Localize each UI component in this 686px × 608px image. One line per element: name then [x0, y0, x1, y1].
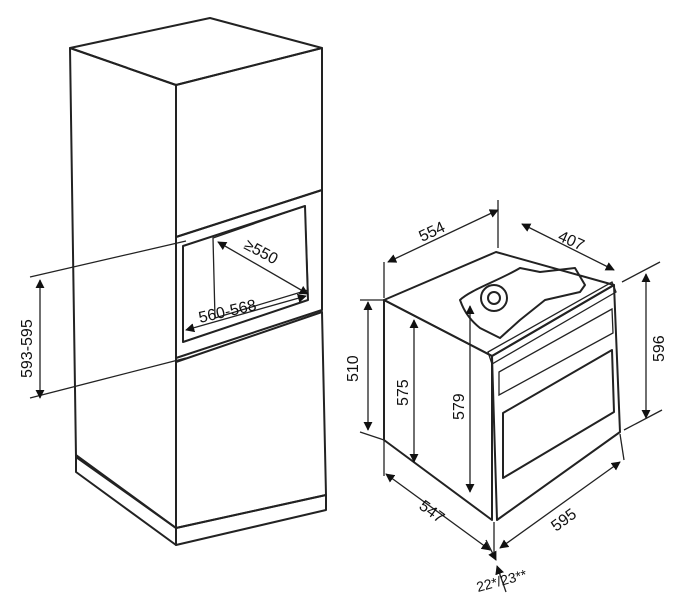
cabinet-plinth-front — [175, 494, 327, 546]
niche-frame — [175, 189, 323, 359]
oven-height-label: 596 — [651, 335, 668, 362]
niche-interior — [182, 205, 309, 343]
oven-body-height-579-label: 579 — [451, 393, 468, 420]
oven — [383, 251, 621, 521]
oven-control-panel — [498, 307, 614, 397]
oven-front — [491, 284, 621, 521]
niche-height-label: 593-595 — [19, 319, 36, 378]
oven-depth-554-label: 554 — [417, 219, 448, 246]
oven-front-height-label: 510 — [345, 355, 362, 382]
niche-width-label: 560-568 — [197, 297, 258, 327]
cabinet-lower-front — [175, 311, 327, 529]
cabinet-top — [69, 17, 323, 86]
cabinet-dimensions: ≥550 560-568 593-595 — [19, 237, 309, 399]
oven-top-depth-label: 407 — [555, 228, 586, 254]
niche-depth-label: ≥550 — [241, 237, 280, 269]
oven-door-glass — [502, 349, 615, 479]
niche-back-wall — [212, 205, 309, 319]
oven-body-height-575-label: 575 — [395, 379, 412, 406]
cabinet-side-panel — [69, 47, 177, 529]
tall-cabinet — [69, 17, 327, 546]
oven-body-depth-label: 547 — [416, 497, 448, 527]
fan-outlet-icon — [480, 284, 508, 312]
oven-front-trim — [487, 281, 617, 365]
oven-top-element — [459, 267, 586, 339]
oven-side — [383, 299, 493, 521]
front-thickness-label: 22*/23** — [475, 566, 529, 595]
